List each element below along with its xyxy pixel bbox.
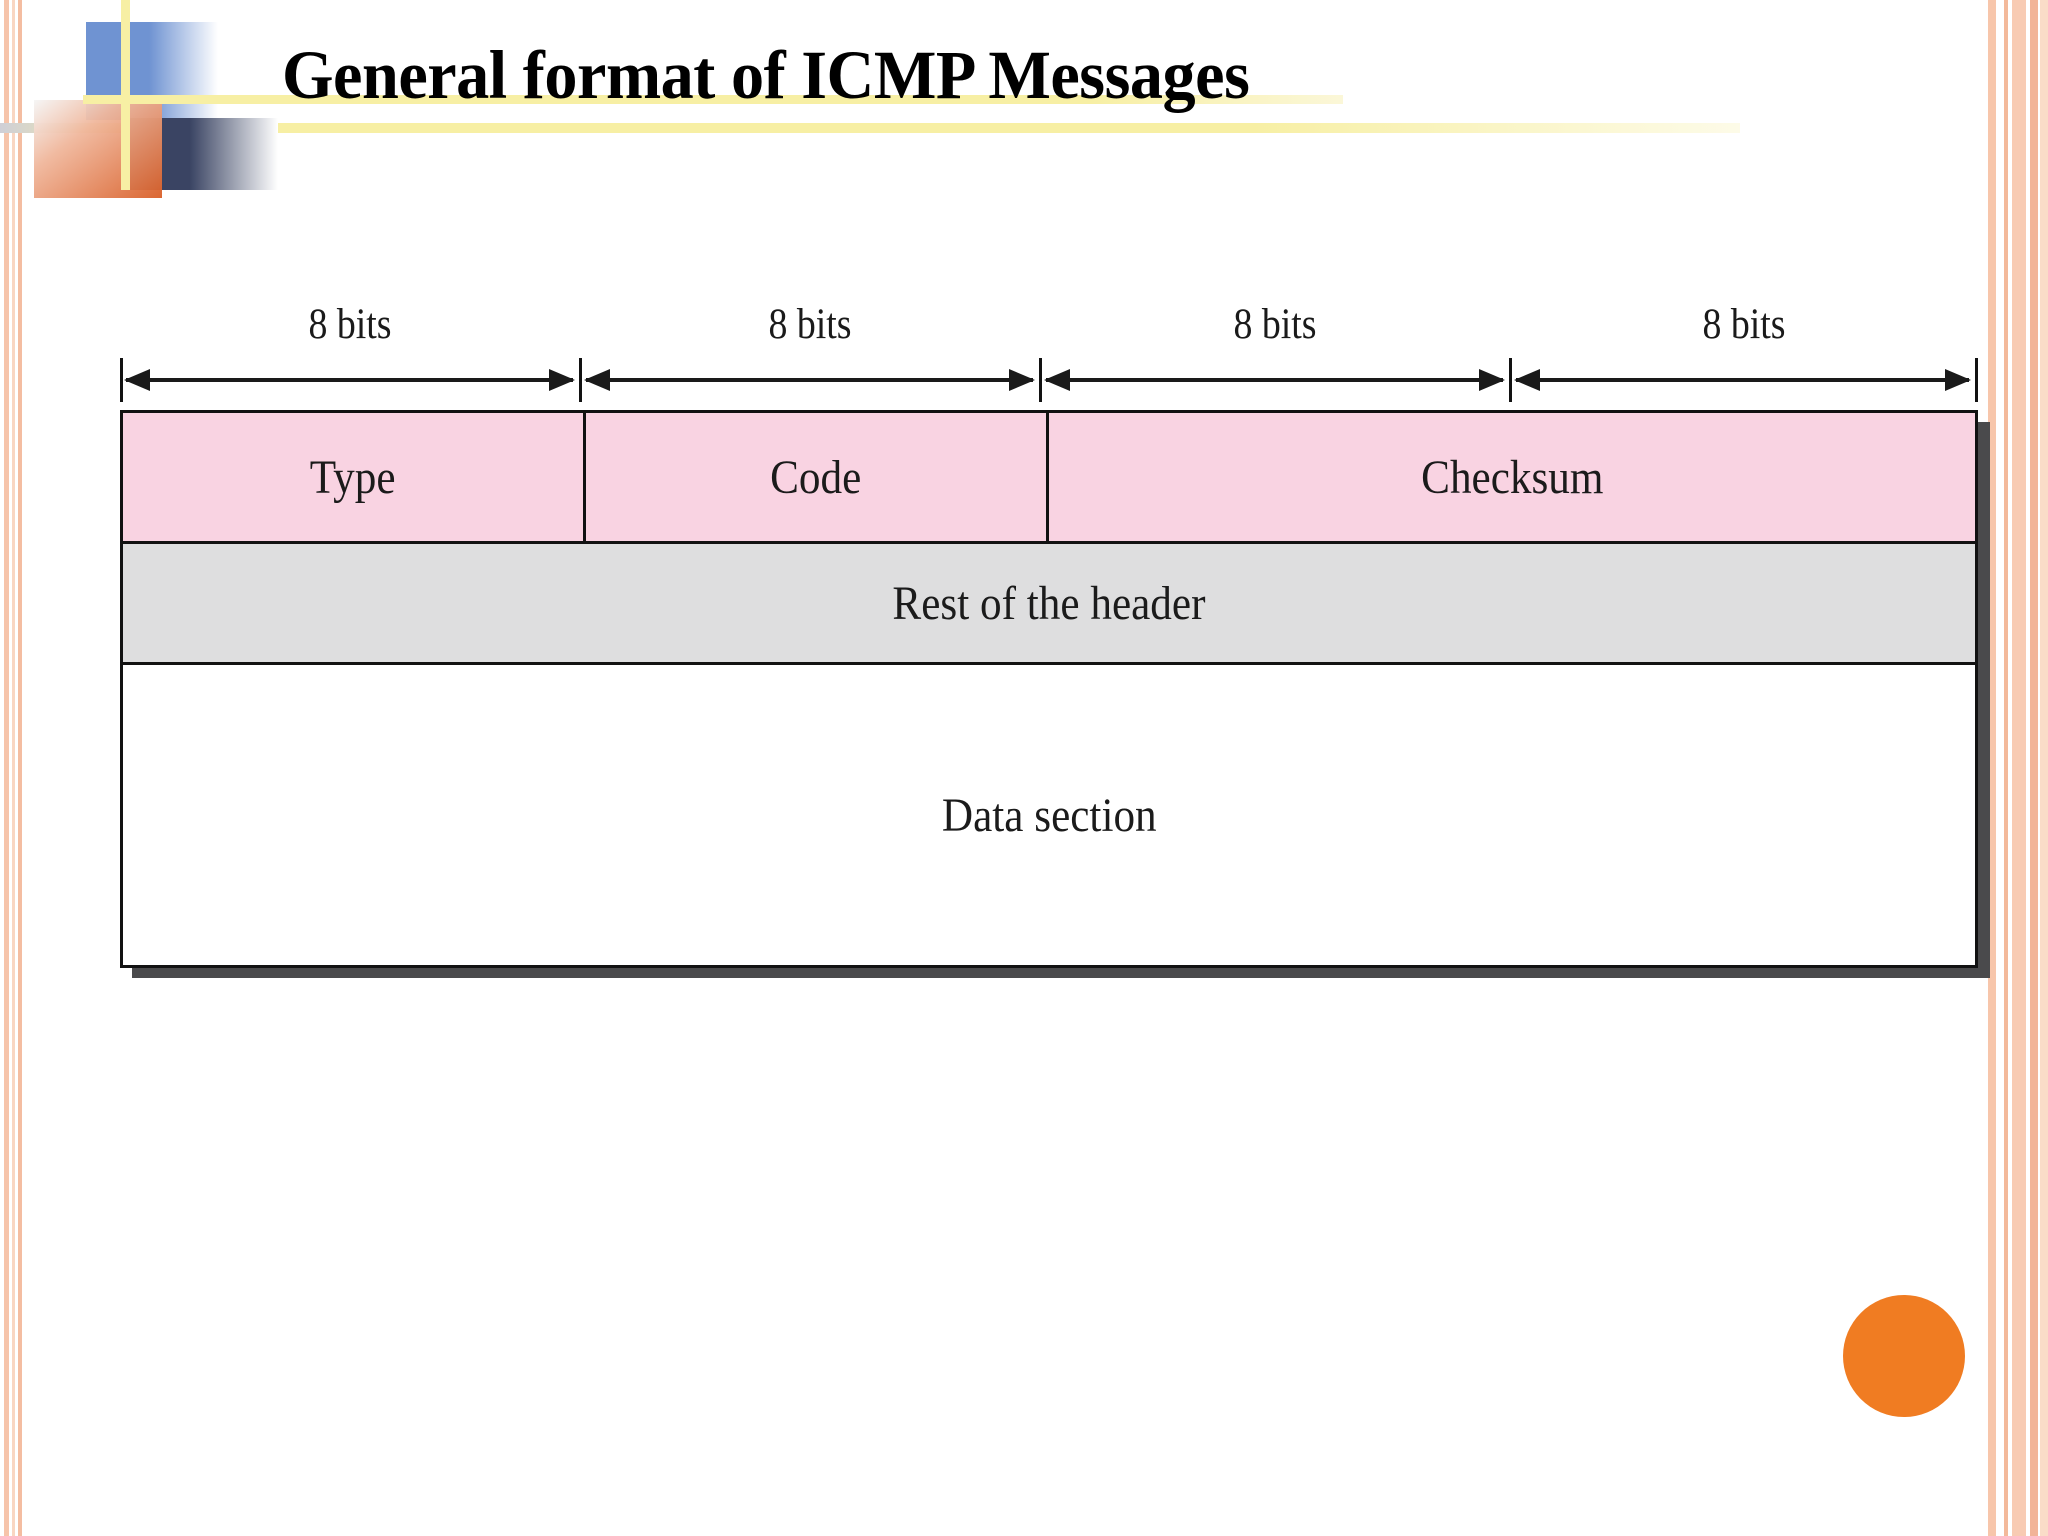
logo-horizontal-line-icon [83, 95, 1343, 104]
left-stripe-1 [4, 0, 9, 1536]
measure-tick-3 [1509, 358, 1512, 402]
measure-arrowhead-left-3 [1044, 369, 1070, 391]
right-stripe-4 [2030, 0, 2038, 1536]
bits-label-1: 8 bits [308, 301, 392, 348]
measure-arrowhead-right-4 [1945, 369, 1971, 391]
right-stripe-3 [2012, 0, 2026, 1536]
bits-label-4: 8 bits [1702, 301, 1786, 348]
measure-arrow-line-3 [1046, 378, 1503, 382]
measure-tick-1 [579, 358, 582, 402]
cell-data-section: Data section [120, 662, 1978, 968]
right-edge-stripes [1988, 0, 2048, 1536]
table-row: Data section [120, 662, 1978, 968]
bit-width-label-row: 8 bits 8 bits 8 bits 8 bits [120, 300, 1978, 358]
logo-orange-square-icon [34, 100, 162, 198]
left-stripe-3 [18, 0, 22, 1536]
cell-code-label: Code [770, 450, 862, 504]
cell-checksum-label: Checksum [1420, 450, 1604, 504]
design-logo-icon [28, 0, 1343, 200]
icmp-packet-table: Type Code Checksum Rest of the header Da… [120, 410, 1978, 968]
cell-code: Code [583, 410, 1049, 544]
cell-type: Type [120, 410, 586, 544]
table-row: Type Code Checksum [120, 410, 1978, 544]
left-stripe-2 [12, 0, 15, 1536]
table-row: Rest of the header [120, 541, 1978, 665]
measure-arrowhead-left-2 [584, 369, 610, 391]
bit-width-arrow-row [120, 358, 1978, 406]
measure-tick-2 [1039, 358, 1042, 402]
right-stripe-1 [1988, 0, 1996, 1536]
left-edge-stripes [0, 0, 26, 1536]
packet-table-wrapper: Type Code Checksum Rest of the header Da… [120, 410, 1990, 978]
cell-checksum: Checksum [1046, 410, 1978, 544]
right-stripe-2 [2004, 0, 2008, 1536]
measure-arrow-line-2 [586, 378, 1033, 382]
cell-rest-of-header-label: Rest of the header [892, 576, 1206, 630]
orange-circle-decoration [1843, 1295, 1965, 1417]
measure-arrowhead-left-4 [1514, 369, 1540, 391]
title-underline [0, 123, 1740, 133]
measure-arrow-line-1 [126, 378, 573, 382]
measure-tick-4 [1975, 358, 1978, 402]
bits-label-3: 8 bits [1233, 301, 1317, 348]
measure-arrowhead-right-1 [549, 369, 575, 391]
bits-label-2: 8 bits [768, 301, 852, 348]
measure-tick-0 [120, 358, 123, 402]
measure-arrowhead-right-3 [1479, 369, 1505, 391]
cell-data-section-label: Data section [941, 788, 1157, 842]
measure-arrow-line-4 [1516, 378, 1969, 382]
measure-arrowhead-left-1 [124, 369, 150, 391]
right-stripe-5 [2040, 0, 2048, 1536]
cell-rest-of-header: Rest of the header [120, 541, 1978, 665]
cell-type-label: Type [310, 450, 396, 504]
slide-title: General format of ICMP Messages [282, 37, 1250, 113]
measure-arrowhead-right-2 [1009, 369, 1035, 391]
icmp-format-diagram: 8 bits 8 bits 8 bits 8 bits [120, 300, 1990, 978]
